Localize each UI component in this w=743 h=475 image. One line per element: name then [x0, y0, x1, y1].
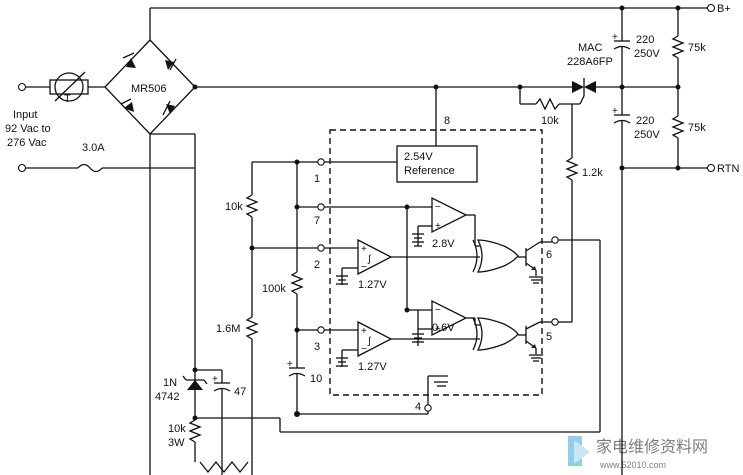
watermark: 家电维修资料网 www.52010.com [568, 436, 708, 470]
xor-gate-upper [476, 239, 519, 273]
b-plus-terminal [706, 3, 716, 13]
ref-upper-b: 1.27V [358, 279, 387, 291]
divider-top-resistor [245, 194, 259, 218]
supply-section: 1N 4742 + 47 10k 3W [149, 134, 600, 475]
svg-text:+: + [361, 326, 367, 337]
reference-line-2: Reference [404, 165, 455, 177]
pin-1-label: 1 [314, 173, 320, 185]
svg-text:+: + [435, 324, 441, 335]
dropper-value: 10k [168, 423, 186, 435]
svg-text:∫: ∫ [367, 254, 372, 265]
svg-text:+: + [212, 374, 218, 385]
sense-resistor: 1.2k [565, 104, 603, 322]
triac-part-line-1: MAC [578, 42, 603, 54]
ref-upper-a: 2.8V [432, 238, 455, 250]
gate-resistor [535, 97, 560, 111]
pin-2 [317, 244, 325, 252]
triac-part-line-2: 228A6FP [567, 56, 613, 68]
pin-1 [317, 158, 325, 166]
reference-block: 8 2.54V Reference [322, 87, 478, 183]
pin-8-label: 8 [444, 115, 450, 127]
input-terminal-top [17, 82, 27, 92]
svg-text:−: − [435, 202, 441, 213]
xor-gate-lower [476, 317, 519, 351]
divider-bottom-resistor [245, 316, 259, 340]
svg-text:∫: ∫ [367, 336, 372, 347]
bridge-part-label: MR506 [131, 83, 166, 95]
input-label-line-2: 92 Vac to [5, 123, 51, 135]
svg-text:+: + [612, 32, 618, 43]
pin-7-label: 7 [314, 215, 320, 227]
sense-resistor-value: 1.2k [582, 167, 603, 179]
divider-mid-resistor [290, 271, 304, 295]
zener-part-line-2: 4742 [155, 391, 179, 403]
divider-top-value: 10k [225, 201, 243, 213]
svg-text:−: − [435, 305, 441, 316]
timing-capacitor [288, 372, 306, 377]
pin-2-label: 2 [314, 259, 320, 271]
bulk-cap-bottom-voltage: 250V [634, 129, 660, 141]
bleeder-bottom-value: 75k [688, 122, 706, 134]
svg-text:+: + [361, 244, 367, 255]
main-bus: 10k [192, 84, 580, 127]
thermistor-label: T [64, 93, 71, 105]
b-plus-rail: B+ [149, 3, 731, 40]
svg-text:+: + [612, 106, 618, 117]
divider-mid-value: 100k [262, 283, 286, 295]
pin-4-label: 4 [415, 401, 421, 413]
reference-line-1: 2.54V [404, 151, 433, 163]
bottom-load [199, 460, 249, 474]
bulk-cap-top-value: 220 [636, 34, 654, 46]
pin-5-label: 5 [546, 331, 552, 343]
dropper-resistor [188, 419, 202, 443]
comparator-upper-a [431, 196, 468, 234]
triac: MAC 228A6FP [567, 42, 625, 105]
watermark-url: www.52010.com [599, 460, 666, 470]
divider-network: 1 10k 2 1.6M 7 100k 3 + 10 [216, 158, 325, 475]
input-terminal-bottom [17, 163, 27, 173]
pin-6-label: 6 [546, 249, 552, 261]
ic-internal: − + 2.8V + − ∫ 1.27V [324, 196, 601, 432]
ref-lower-b: 1.27V [358, 361, 387, 373]
bridge-rectifier: MR506 [104, 39, 196, 135]
b-plus-label: B+ [717, 3, 731, 15]
rtn-label: RTN [717, 163, 739, 175]
pin-4 [424, 404, 432, 412]
input-label-line-1: Input [13, 109, 37, 121]
comparator-lower-a [431, 299, 468, 337]
timing-cap-value: 10 [310, 373, 322, 385]
bulk-capacitor-stack: + + 220 250V 220 250V 75k 75k RTN [612, 8, 739, 475]
fuse-rating: 3.0A [82, 142, 105, 154]
rtn-terminal [706, 163, 716, 173]
comparator-upper-b [357, 238, 393, 276]
input-label-line-3: 276 Vac [7, 137, 47, 149]
supply-capacitor [213, 387, 231, 392]
bulk-cap-top-voltage: 250V [634, 48, 660, 60]
divider-bottom-value: 1.6M [216, 323, 240, 335]
dropper-power: 3W [168, 437, 185, 449]
pin-6 [551, 236, 559, 244]
input-section: T Input 92 Vac to 276 Vac 3.0A [5, 71, 196, 173]
supply-cap-value: 47 [234, 386, 246, 398]
svg-text:−: − [361, 344, 367, 355]
svg-text:+: + [435, 221, 441, 232]
gate-resistor-value: 10k [541, 115, 559, 127]
bleeder-top-value: 75k [688, 42, 706, 54]
bleeder-bottom [671, 115, 685, 139]
fuse [77, 163, 103, 173]
comparator-lower-b [357, 320, 393, 358]
svg-text:+: + [287, 359, 293, 370]
svg-text:−: − [361, 262, 367, 273]
pin-3-label: 3 [314, 341, 320, 353]
pin-7 [317, 203, 325, 211]
pin-3 [317, 326, 325, 334]
ref-lower-a: 0.6V [432, 322, 455, 334]
pin-5 [551, 318, 559, 326]
bleeder-top [671, 35, 685, 59]
zener-part-line-1: 1N [163, 377, 177, 389]
watermark-chinese: 家电维修资料网 [596, 438, 708, 456]
bulk-cap-bottom-value: 220 [636, 115, 654, 127]
